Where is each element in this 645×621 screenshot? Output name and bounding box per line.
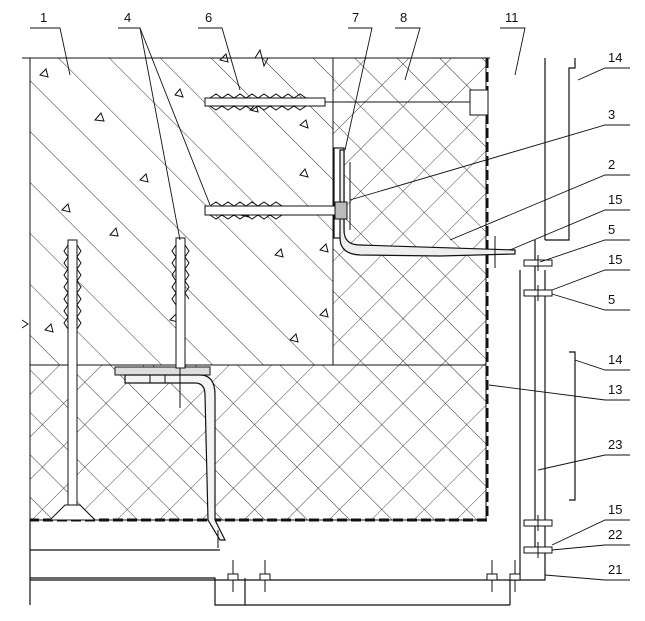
callout-1: 1 xyxy=(40,10,47,25)
callout-14: 14 xyxy=(608,352,622,367)
leader-lines xyxy=(30,27,630,581)
aggregate-marks xyxy=(39,53,329,343)
callout-2: 2 xyxy=(608,157,615,172)
callout-15: 15 xyxy=(608,252,622,267)
dowel-anchors xyxy=(48,89,489,521)
callout-4: 4 xyxy=(124,10,131,25)
callout-23: 23 xyxy=(608,437,622,452)
lower-bracket xyxy=(114,366,226,541)
callout-15: 15 xyxy=(608,502,622,517)
callout-13: 13 xyxy=(608,382,622,397)
insulation-lower xyxy=(29,364,487,521)
callout-5: 5 xyxy=(608,292,615,307)
callout-22: 22 xyxy=(608,527,622,542)
upper-bracket xyxy=(333,147,516,257)
callout-15: 15 xyxy=(608,192,622,207)
callout-3: 3 xyxy=(608,107,615,122)
callout-8: 8 xyxy=(400,10,407,25)
break-line-top xyxy=(21,48,490,329)
callout-5: 5 xyxy=(608,222,615,237)
insulation-upper xyxy=(332,57,487,366)
callout-6: 6 xyxy=(205,10,212,25)
callout-21: 21 xyxy=(608,562,622,577)
callout-14: 14 xyxy=(608,50,622,65)
callout-7: 7 xyxy=(352,10,359,25)
wind-membrane xyxy=(30,58,489,522)
callout-11: 11 xyxy=(505,10,519,25)
